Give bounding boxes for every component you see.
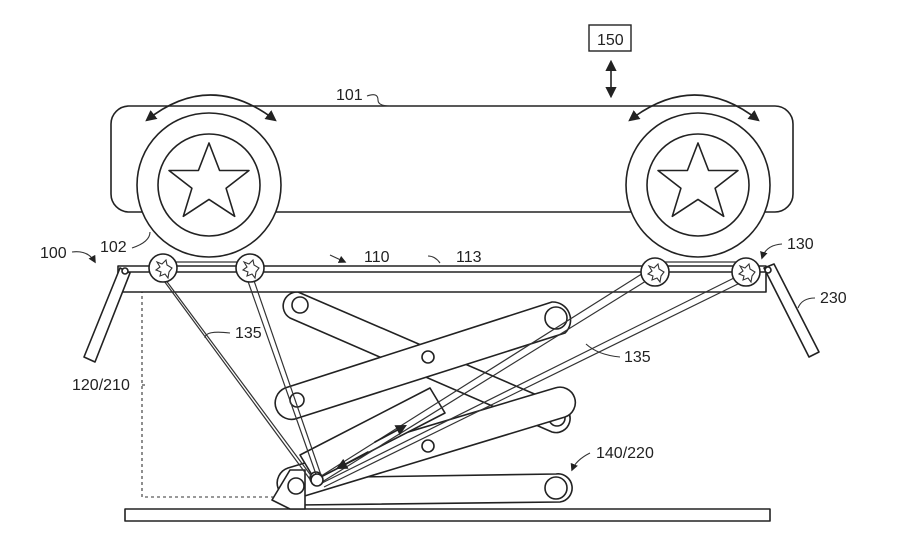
- label-140-220: 140/220: [596, 445, 654, 462]
- actuator-label-box: [588, 24, 632, 52]
- leader-lines: [71, 94, 816, 472]
- roller-rear-left: [235, 253, 265, 283]
- rotation-arrow-right: [628, 94, 760, 122]
- lift-actuator: [299, 387, 446, 481]
- label-150: 150: [597, 32, 624, 49]
- roller-rear-right: [731, 257, 761, 287]
- label-120-210: 120/210: [72, 377, 130, 394]
- rotation-arrow-left: [145, 94, 277, 122]
- label-102: 102: [100, 239, 127, 256]
- scissor-arm-crossing-2: [276, 350, 577, 500]
- roller-front-right: [640, 257, 670, 287]
- label-101: 101: [336, 87, 363, 104]
- pulley-base: [310, 473, 324, 487]
- height-dimension: [141, 272, 285, 498]
- wheel-right: [625, 112, 771, 258]
- roller-front-left: [148, 253, 178, 283]
- label-113: 113: [456, 249, 482, 266]
- label-230: 230: [820, 290, 847, 307]
- label-100: 100: [40, 245, 67, 262]
- label-110: 110: [364, 249, 390, 266]
- ramp-right: [763, 263, 820, 358]
- cable-system: [155, 261, 747, 488]
- label-135-right: 135: [624, 349, 651, 366]
- ramp-left: [83, 267, 131, 363]
- label-130: 130: [787, 236, 814, 253]
- ground-base: [124, 508, 771, 522]
- wheel-left: [136, 112, 282, 258]
- label-135-left: 135: [235, 325, 262, 342]
